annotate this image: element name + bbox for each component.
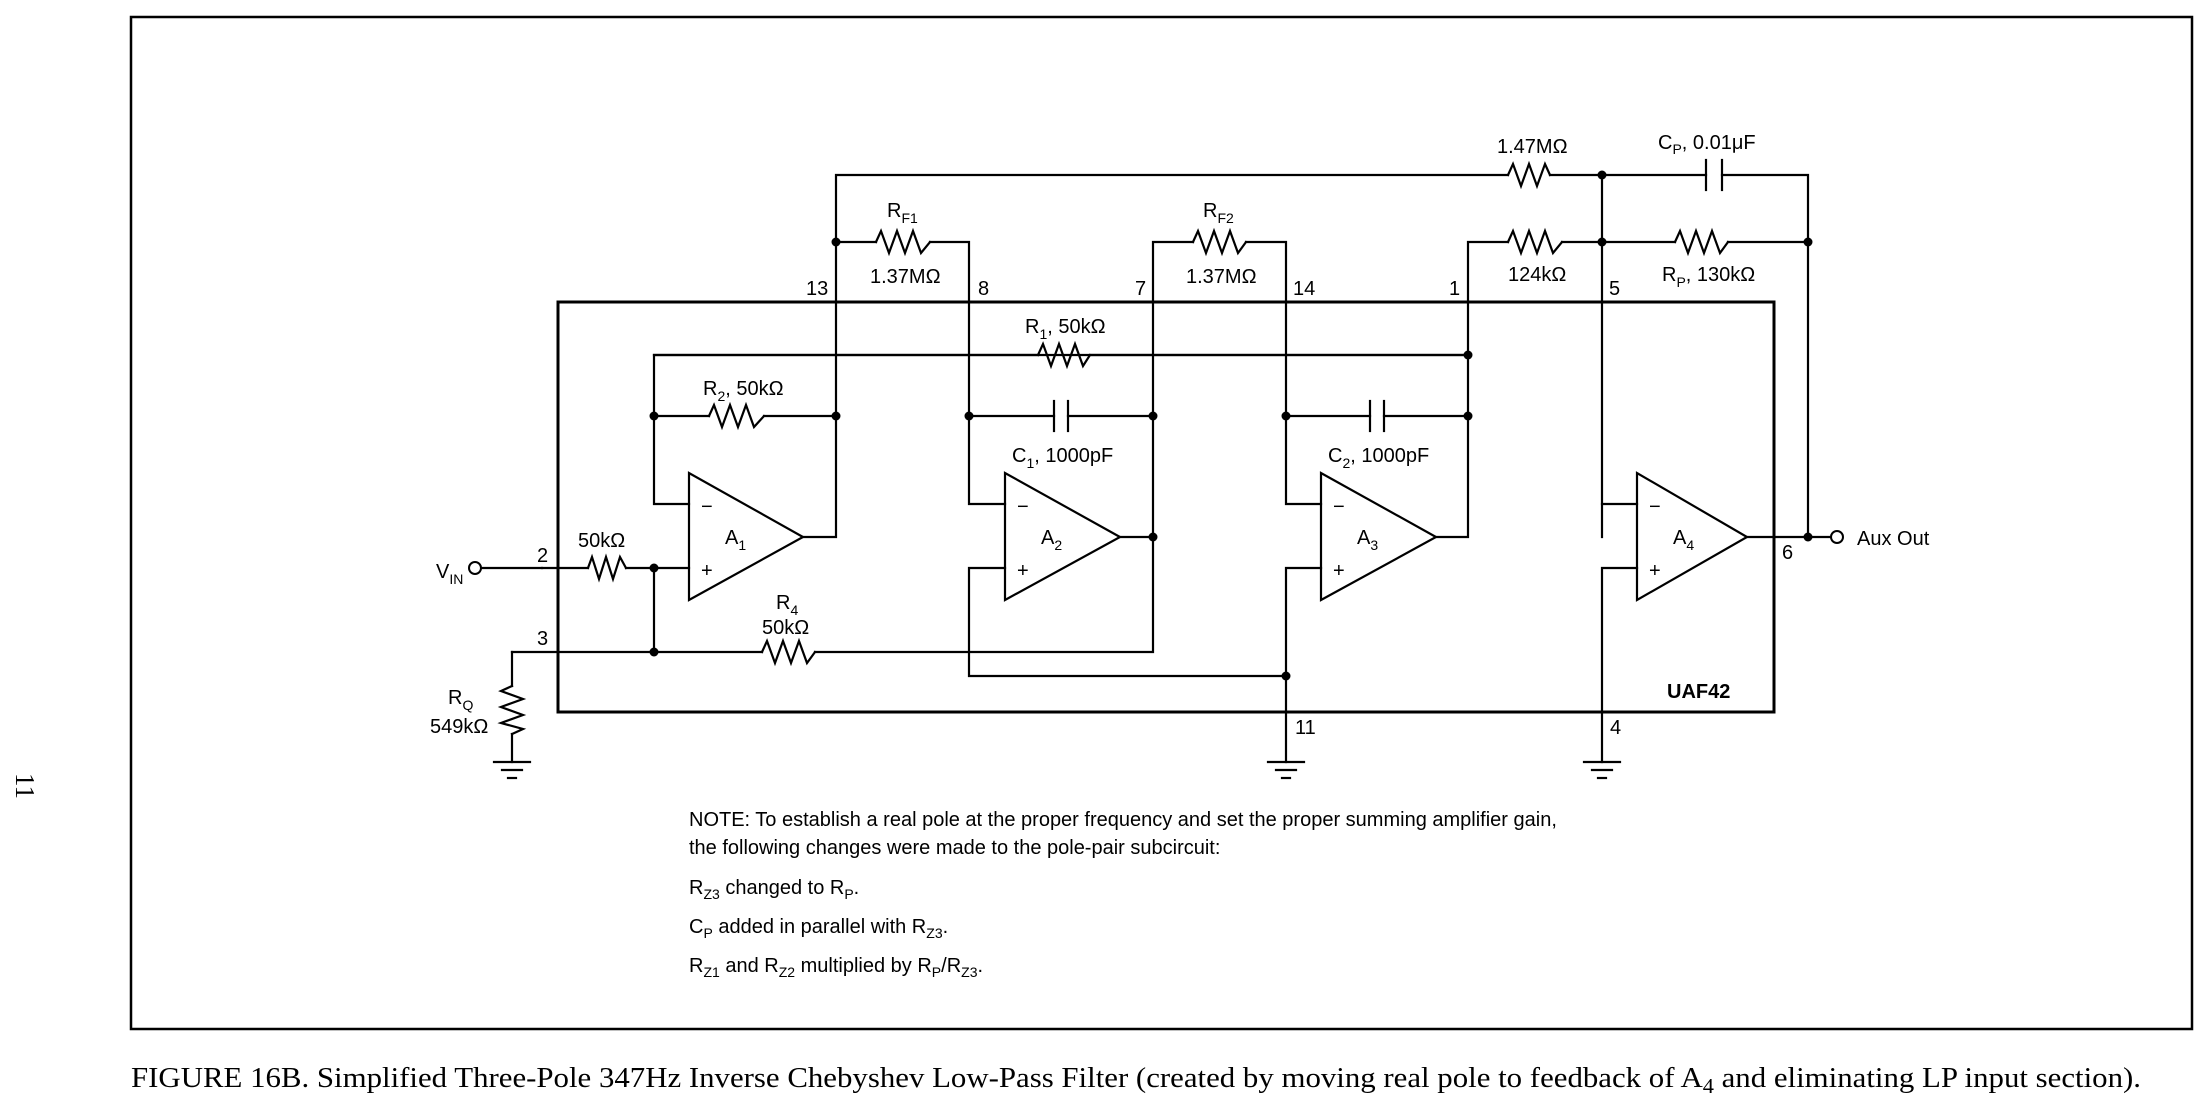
vin-terminal xyxy=(468,561,482,575)
uaf42-chip-outline xyxy=(556,300,1776,714)
a1-label: A1 xyxy=(725,527,746,553)
c1-label: C1, 1000pF xyxy=(1012,445,1113,471)
note-change-3: RZ1 and RZ2 multiplied by RP/RZ3. xyxy=(689,955,983,980)
pin-3: 3 xyxy=(537,628,548,650)
rf2-name: RF2 xyxy=(1203,200,1234,226)
opamp-a1 xyxy=(687,471,806,602)
rf2-value: 1.37MΩ xyxy=(1186,266,1257,288)
note-line-2: the following changes were made to the p… xyxy=(689,837,1220,859)
wires xyxy=(479,158,1833,780)
a4-minus: − xyxy=(1649,496,1661,518)
a1-minus: − xyxy=(701,496,713,518)
r4-value: 50kΩ xyxy=(762,617,809,639)
pin-1: 1 xyxy=(1449,278,1460,300)
note-line-1: NOTE: To establish a real pole at the pr… xyxy=(689,809,1557,831)
a3-plus: + xyxy=(1333,560,1345,582)
note-change-2: CP added in parallel with RZ3. xyxy=(689,916,948,941)
opamp-a4 xyxy=(1635,471,1750,602)
pin-5: 5 xyxy=(1609,278,1620,300)
a2-minus: − xyxy=(1017,496,1029,518)
rq-name: RQ xyxy=(448,687,473,713)
pin-6: 6 xyxy=(1782,542,1793,564)
a4-plus: + xyxy=(1649,560,1661,582)
rq-value: 549kΩ xyxy=(430,716,488,738)
vin-label: VIN xyxy=(436,561,463,587)
opamp-a3 xyxy=(1319,471,1439,602)
a2-plus: + xyxy=(1017,560,1029,582)
a4-label: A4 xyxy=(1673,527,1694,553)
r-in-label: 50kΩ xyxy=(578,530,625,552)
pin-8: 8 xyxy=(978,278,989,300)
c2-label: C2, 1000pF xyxy=(1328,445,1429,471)
rf1-name: RF1 xyxy=(887,200,918,226)
r4-name: R4 xyxy=(776,592,798,618)
a3-minus: − xyxy=(1333,496,1345,518)
junction-dots xyxy=(649,170,1813,681)
r2-label: R2, 50kΩ xyxy=(703,378,784,404)
cp-label: CP, 0.01μF xyxy=(1658,132,1756,157)
a2-label: A2 xyxy=(1041,527,1062,553)
a1-plus: + xyxy=(701,560,713,582)
pin-2: 2 xyxy=(537,545,548,567)
pin-4: 4 xyxy=(1610,717,1621,739)
aux-out-label: Aux Out xyxy=(1857,528,1930,550)
a3-label: A3 xyxy=(1357,527,1378,553)
page-number: 11 xyxy=(10,773,40,799)
figure-frame xyxy=(129,15,2194,1031)
pin-13: 13 xyxy=(806,278,828,300)
pin-11: 11 xyxy=(1295,717,1316,739)
rf-top-label: 1.47MΩ xyxy=(1497,136,1568,158)
r124-label: 124kΩ xyxy=(1508,264,1566,286)
pin-7: 7 xyxy=(1135,278,1146,300)
rp-label: RP, 130kΩ xyxy=(1662,264,1755,290)
r1-label: R1, 50kΩ xyxy=(1025,316,1106,342)
note-change-1: RZ3 changed to RP. xyxy=(689,877,859,902)
pin-14: 14 xyxy=(1293,278,1315,300)
opamp-a2 xyxy=(1003,471,1123,602)
rf1-value: 1.37MΩ xyxy=(870,266,941,288)
figure-caption: FIGURE 16B. Simplified Three-Pole 347Hz … xyxy=(131,1062,2141,1098)
aux-out-terminal xyxy=(1830,530,1844,544)
chip-label: UAF42 xyxy=(1667,681,1730,703)
